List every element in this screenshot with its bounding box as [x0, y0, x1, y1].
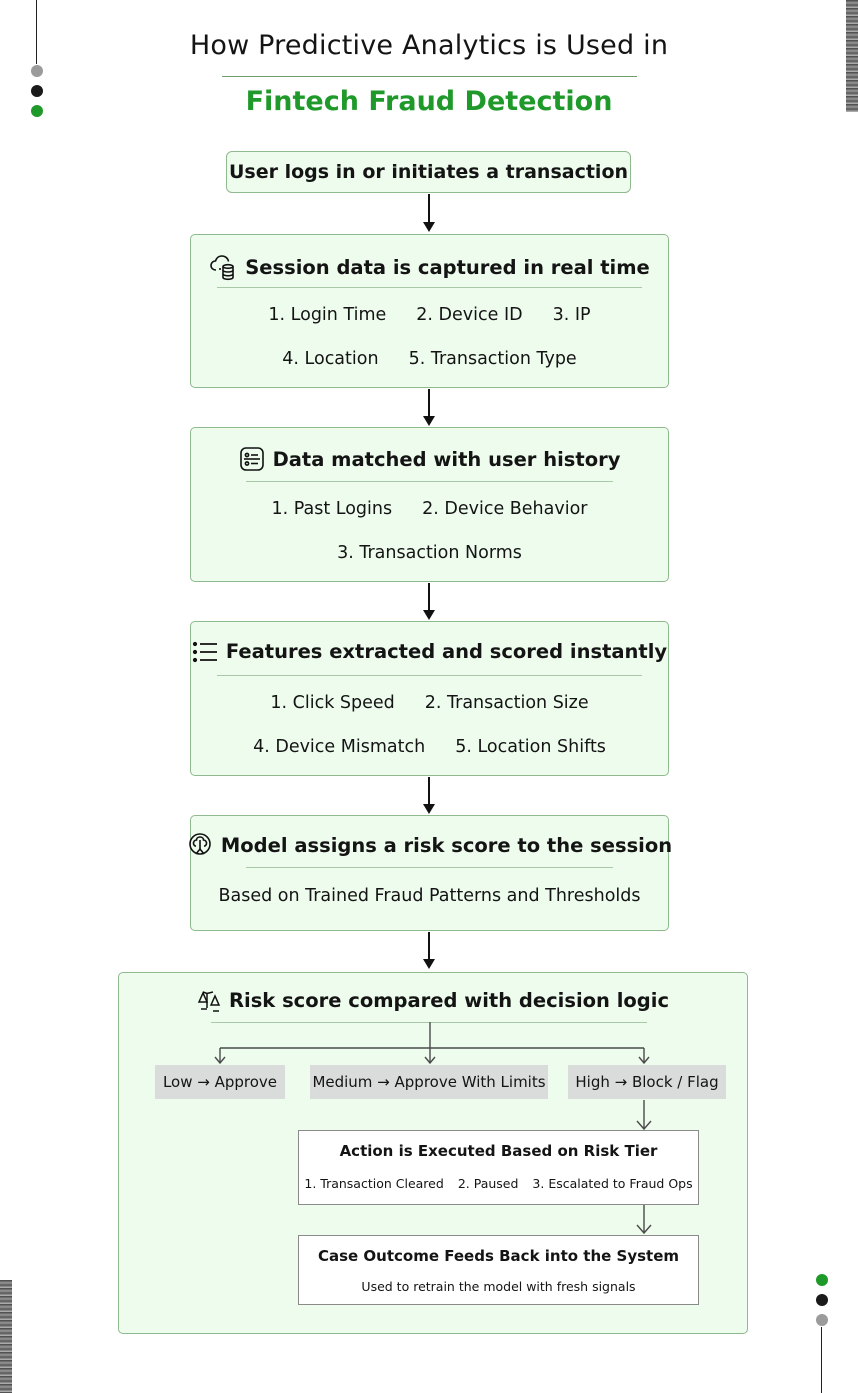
feedback-title: Case Outcome Feeds Back into the System	[317, 1247, 680, 1265]
decor-dot-gray	[31, 65, 43, 77]
step-item: 5. Location Shifts	[455, 737, 606, 757]
step-title: Features extracted and scored instantly	[225, 640, 668, 663]
decor-dot-black	[31, 85, 43, 97]
flow-arrow	[428, 389, 430, 416]
decor-dot-green	[31, 105, 43, 117]
start-node: User logs in or initiates a transaction	[226, 151, 631, 193]
step-feature-extraction: Features extracted and scored instantly …	[190, 621, 669, 776]
step-item: 2. Device Behavior	[422, 499, 588, 519]
action-item: 2. Paused	[457, 1176, 519, 1191]
step-item: 1. Past Logins	[271, 499, 393, 519]
feedback-box: Case Outcome Feeds Back into the System …	[298, 1235, 699, 1305]
decor-line-top-left	[36, 0, 37, 64]
outcome-low: Low → Approve	[155, 1065, 285, 1099]
flow-arrow-head	[423, 959, 435, 969]
decision-title: Risk score compared with decision logic	[229, 989, 669, 1012]
decor-texture-bottom-left	[0, 1280, 12, 1393]
step-history-match: Data matched with user history 1. Past L…	[190, 427, 669, 582]
step-item: 2. Device ID	[416, 305, 523, 325]
action-item: 1. Transaction Cleared	[304, 1176, 444, 1191]
outcome-high: High → Block / Flag	[568, 1065, 726, 1099]
action-item: 3. Escalated to Fraud Ops	[532, 1176, 693, 1191]
step-item: 3. Transaction Norms	[337, 543, 522, 563]
step-item: 2. Transaction Size	[424, 693, 589, 713]
list-panel-icon	[239, 446, 265, 472]
branch-connectors	[214, 1022, 652, 1235]
step-divider	[217, 287, 642, 288]
step-title: Session data is captured in real time	[245, 255, 650, 279]
step-session-capture: Session data is captured in real time 1.…	[190, 234, 669, 388]
feedback-subtitle: Used to retrain the model with fresh sig…	[361, 1279, 636, 1294]
outcome-label: High → Block / Flag	[575, 1073, 719, 1091]
cloud-database-icon	[209, 253, 237, 281]
step-item: 3. IP	[552, 305, 591, 325]
action-executed-box: Action is Executed Based on Risk Tier 1.…	[298, 1130, 699, 1205]
flow-arrow-head	[423, 610, 435, 620]
flow-arrow	[428, 777, 430, 804]
step-item: 4. Device Mismatch	[253, 737, 426, 757]
flow-arrow-head	[423, 222, 435, 232]
flow-arrow	[428, 583, 430, 610]
step-divider	[217, 675, 642, 676]
outcome-label: Medium → Approve With Limits	[312, 1073, 546, 1091]
step-item: 1. Click Speed	[270, 693, 395, 713]
page-title: How Predictive Analytics is Used in	[189, 30, 669, 61]
step-item: 1. Login Time	[268, 305, 387, 325]
list-icon	[192, 641, 218, 663]
decor-dot-gray	[816, 1314, 828, 1326]
step-title: Model assigns a risk score to the sessio…	[220, 833, 673, 857]
decor-line-bottom-right	[821, 1327, 822, 1393]
step-item: Based on Trained Fraud Patterns and Thre…	[218, 886, 641, 906]
action-title: Action is Executed Based on Risk Tier	[339, 1142, 658, 1160]
brain-model-icon	[187, 832, 213, 858]
page-subtitle: Fintech Fraud Detection	[245, 86, 613, 117]
flow-arrow-head	[423, 416, 435, 426]
flow-arrow	[428, 932, 430, 959]
outcome-label: Low → Approve	[162, 1073, 278, 1091]
step-risk-scoring: Model assigns a risk score to the sessio…	[187, 815, 673, 931]
step-divider	[246, 481, 613, 482]
decor-texture-top-right	[846, 0, 858, 112]
decision-divider	[211, 1022, 647, 1023]
scales-icon	[197, 990, 221, 1012]
start-node-label: User logs in or initiates a transaction	[228, 161, 629, 183]
step-title: Data matched with user history	[272, 447, 621, 471]
step-item: 4. Location	[282, 349, 379, 369]
flow-arrow	[428, 194, 430, 222]
outcome-medium: Medium → Approve With Limits	[310, 1065, 548, 1099]
step-item: 5. Transaction Type	[408, 349, 577, 369]
title-divider	[222, 76, 637, 77]
decor-dot-black	[816, 1294, 828, 1306]
flow-arrow-head	[423, 804, 435, 814]
step-divider	[246, 867, 613, 868]
decor-dot-green	[816, 1274, 828, 1286]
